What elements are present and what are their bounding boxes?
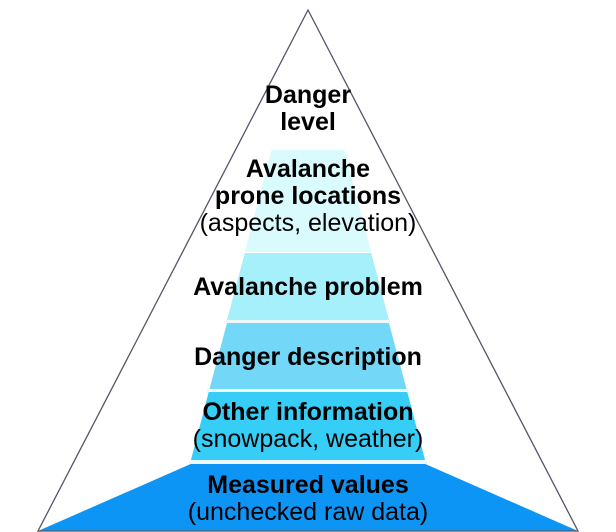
pyramid-band-danger-description bbox=[208, 323, 408, 392]
pyramid-band-prone-locations bbox=[244, 150, 372, 252]
band-separator-3-4 bbox=[226, 320, 390, 323]
pyramid-outline bbox=[36, 8, 580, 532]
pyramid-band-other-information bbox=[190, 392, 426, 461]
band-separator-5-6 bbox=[189, 460, 427, 464]
pyramid-band-danger-level bbox=[271, 10, 345, 149]
band-separator-4-5 bbox=[207, 389, 409, 392]
pyramid-band-avalanche-problem bbox=[227, 253, 389, 320]
pyramid-band-measured-values bbox=[38, 464, 578, 531]
